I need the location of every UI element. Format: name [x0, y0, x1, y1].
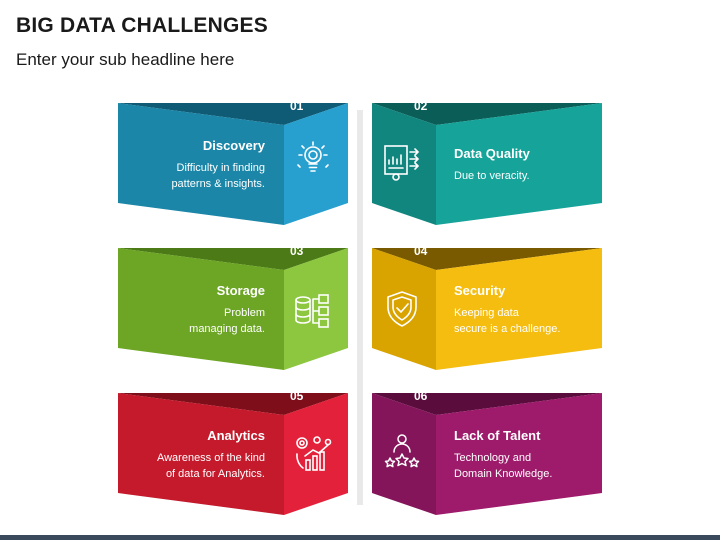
- page-subtitle: Enter your sub headline here: [16, 50, 235, 69]
- lightbulb-icon: [297, 141, 329, 172]
- challenge-card-5: 05 Analytics Awareness of the kind of da…: [118, 384, 348, 519]
- card-text: Analytics Awareness of the kind of data …: [128, 428, 265, 482]
- page-title: BIG DATA CHALLENGES: [16, 14, 268, 37]
- card-heading: Lack of Talent: [454, 428, 541, 443]
- card-heading: Analytics: [207, 428, 265, 443]
- shield-icon: [387, 291, 417, 327]
- challenge-card-3: 03 Storage Problem managing data.: [118, 239, 348, 374]
- card-heading: Storage: [216, 283, 265, 298]
- card-number: 05: [290, 389, 304, 403]
- card-text: Storage Problem managing data.: [128, 283, 265, 337]
- card-number: 01: [290, 99, 304, 113]
- card-heading: Security: [454, 283, 506, 298]
- card-text: Discovery Difficulty in finding patterns…: [128, 138, 265, 192]
- footer-bar: [0, 535, 720, 540]
- card-description: Keeping data secure is a challenge.: [454, 307, 561, 335]
- card-shape: [118, 393, 348, 515]
- card-text: Security Keeping data secure is a challe…: [454, 283, 594, 337]
- card-shape: [372, 393, 602, 515]
- data-report-icon: [384, 145, 420, 181]
- talent-stars-icon: [384, 434, 420, 468]
- challenge-card-1: 01 Discovery Difficulty in finding patte…: [118, 94, 348, 229]
- card-text: Lack of Talent Technology and Domain Kno…: [454, 428, 594, 482]
- card-description: Awareness of the kind of data for Analyt…: [156, 452, 265, 480]
- challenge-card-2: 02 Data Quality Due to veracity.: [372, 94, 602, 229]
- card-number: 02: [414, 99, 428, 113]
- card-heading: Data Quality: [454, 146, 530, 161]
- card-heading: Discovery: [202, 138, 265, 153]
- card-shape: [372, 103, 602, 225]
- challenge-card-4: 04 Security Keeping data secure is a cha…: [372, 239, 602, 374]
- challenge-card-6: 06 Lack of Talent Technology and Domain …: [372, 384, 602, 519]
- card-text: Data Quality Due to veracity.: [454, 146, 594, 184]
- card-description: Difficulty in finding patterns & insight…: [171, 162, 265, 190]
- card-description: Due to veracity.: [454, 170, 530, 182]
- analytics-chart-icon: [296, 436, 332, 471]
- card-number: 03: [290, 244, 304, 258]
- card-shape: [118, 248, 348, 370]
- center-spine: [357, 110, 363, 505]
- card-number: 06: [414, 389, 428, 403]
- card-description: Problem managing data.: [189, 307, 265, 335]
- card-number: 04: [414, 244, 428, 258]
- database-icon: [295, 294, 329, 328]
- card-description: Technology and Domain Knowledge.: [454, 452, 553, 480]
